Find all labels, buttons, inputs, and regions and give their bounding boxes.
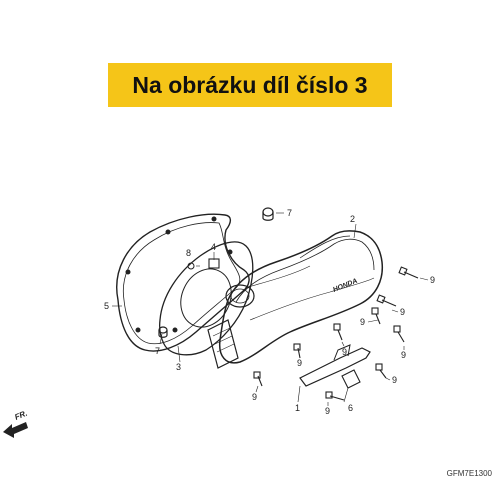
callout-9-d: 9 <box>401 350 406 360</box>
callout-9-f: 9 <box>297 358 302 368</box>
callout-labels: 2 4 8 7 5 7 3 1 6 9 9 9 9 9 9 9 9 9 <box>104 208 435 416</box>
callout-9-c: 9 <box>360 317 365 327</box>
dowel-pins <box>158 207 274 338</box>
front-label: FR. <box>13 409 28 422</box>
callout-4: 4 <box>211 242 216 252</box>
callout-2: 2 <box>350 214 355 224</box>
diagram-code: GFM7E1300 <box>446 469 492 478</box>
small-bolt <box>187 262 195 270</box>
leader-lines <box>112 212 429 406</box>
callout-9-b: 9 <box>400 307 405 317</box>
front-direction-marker: FR. <box>3 409 29 438</box>
gasket <box>116 213 250 352</box>
callout-7-bottom: 7 <box>155 346 160 356</box>
callout-9-g: 9 <box>392 375 397 385</box>
arrow-left-icon <box>3 422 28 438</box>
callout-6: 6 <box>348 403 353 413</box>
callout-1: 1 <box>295 403 300 413</box>
callout-9-i: 9 <box>325 406 330 416</box>
bolts <box>253 266 419 401</box>
callout-3: 3 <box>176 362 181 372</box>
collar <box>208 258 220 269</box>
part-number-banner: Na obrázku díl číslo 3 <box>108 63 392 107</box>
banner-text: Na obrázku díl číslo 3 <box>132 71 368 98</box>
inner-cover <box>158 241 254 356</box>
callout-8: 8 <box>186 248 191 258</box>
callout-9-h: 9 <box>252 392 257 402</box>
bracket <box>299 344 371 389</box>
brand-mark: HONDA <box>332 278 358 294</box>
callout-7-top: 7 <box>287 208 292 218</box>
callout-9-e: 9 <box>342 347 347 357</box>
callout-5: 5 <box>104 301 109 311</box>
callout-9-a: 9 <box>430 275 435 285</box>
